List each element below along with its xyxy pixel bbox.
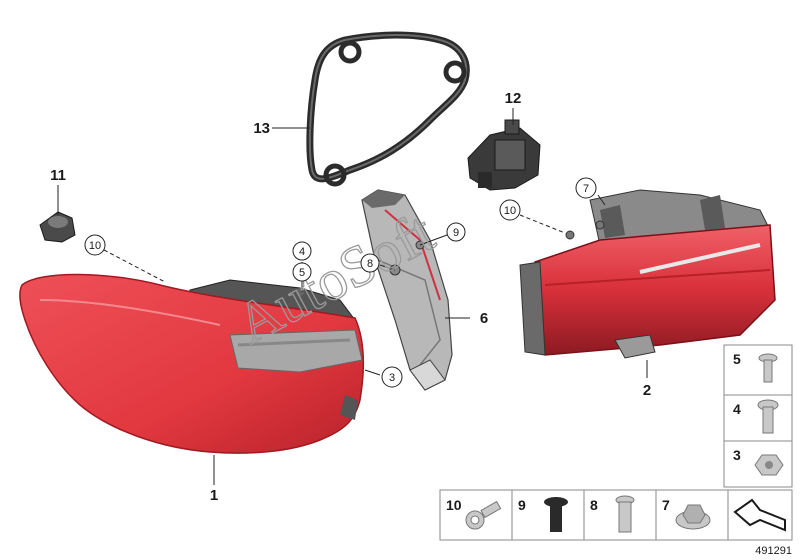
hex-nut-icon <box>754 454 784 476</box>
arrow-icon <box>733 498 786 532</box>
callout-labels: 1 2 3 4 5 6 7 8 9 10 10 11 12 13 <box>50 90 651 504</box>
legend-bottom-row: 10 9 8 7 <box>439 489 793 541</box>
sleeve-screw-icon <box>615 495 635 533</box>
callout-3-circle <box>381 366 403 388</box>
legend-label-7: 7 <box>662 497 670 513</box>
callout-7: 7 <box>583 183 589 195</box>
bolt-dark-icon <box>544 497 568 532</box>
callout-13: 13 <box>253 120 270 137</box>
cable-lug-icon <box>465 500 502 530</box>
legend-label-5: 5 <box>733 351 741 367</box>
callout-12: 12 <box>505 90 522 107</box>
callout-10a: 10 <box>89 240 101 252</box>
callout-9-circle <box>446 222 466 242</box>
outer-tail-light-part-1 <box>19 273 365 454</box>
callout-6: 6 <box>480 310 488 327</box>
screw-small-icon <box>758 353 778 383</box>
legend-right-column: 5 4 3 <box>723 344 793 488</box>
callout-4-circle <box>292 241 312 261</box>
callout-7-circle <box>575 177 597 199</box>
bulb-holder-part-12 <box>467 119 541 191</box>
callout-11: 11 <box>50 167 66 184</box>
callout-10a-circle <box>84 234 106 256</box>
legend-cell-4 <box>723 394 793 442</box>
callout-3: 3 <box>389 372 395 384</box>
carrier-panel-part-6 <box>361 189 453 391</box>
gasket-part-13 <box>306 31 470 187</box>
legend-label-4: 4 <box>733 401 741 417</box>
legend-cell-5 <box>723 344 793 396</box>
callout-1: 1 <box>210 487 218 504</box>
legend-label-3: 3 <box>733 447 741 463</box>
callout-5-circle <box>292 262 312 282</box>
rivet-nut-part-11 <box>39 200 76 243</box>
callout-4: 4 <box>299 246 305 258</box>
callout-8: 8 <box>367 258 373 270</box>
reference-number: 491291 <box>755 545 792 557</box>
legend-label-9: 9 <box>518 497 526 513</box>
flange-nut-icon <box>675 504 711 530</box>
callout-5: 5 <box>299 267 305 279</box>
callout-8-circle <box>360 253 380 273</box>
callout-10b: 10 <box>504 205 516 217</box>
callout-2: 2 <box>643 382 651 399</box>
callout-9: 9 <box>453 227 459 239</box>
inner-tail-light-part-2 <box>519 189 776 359</box>
screw-medium-icon <box>757 399 779 434</box>
legend-label-10: 10 <box>446 497 462 513</box>
callout-10b-circle <box>499 199 521 221</box>
legend-label-8: 8 <box>590 497 598 513</box>
